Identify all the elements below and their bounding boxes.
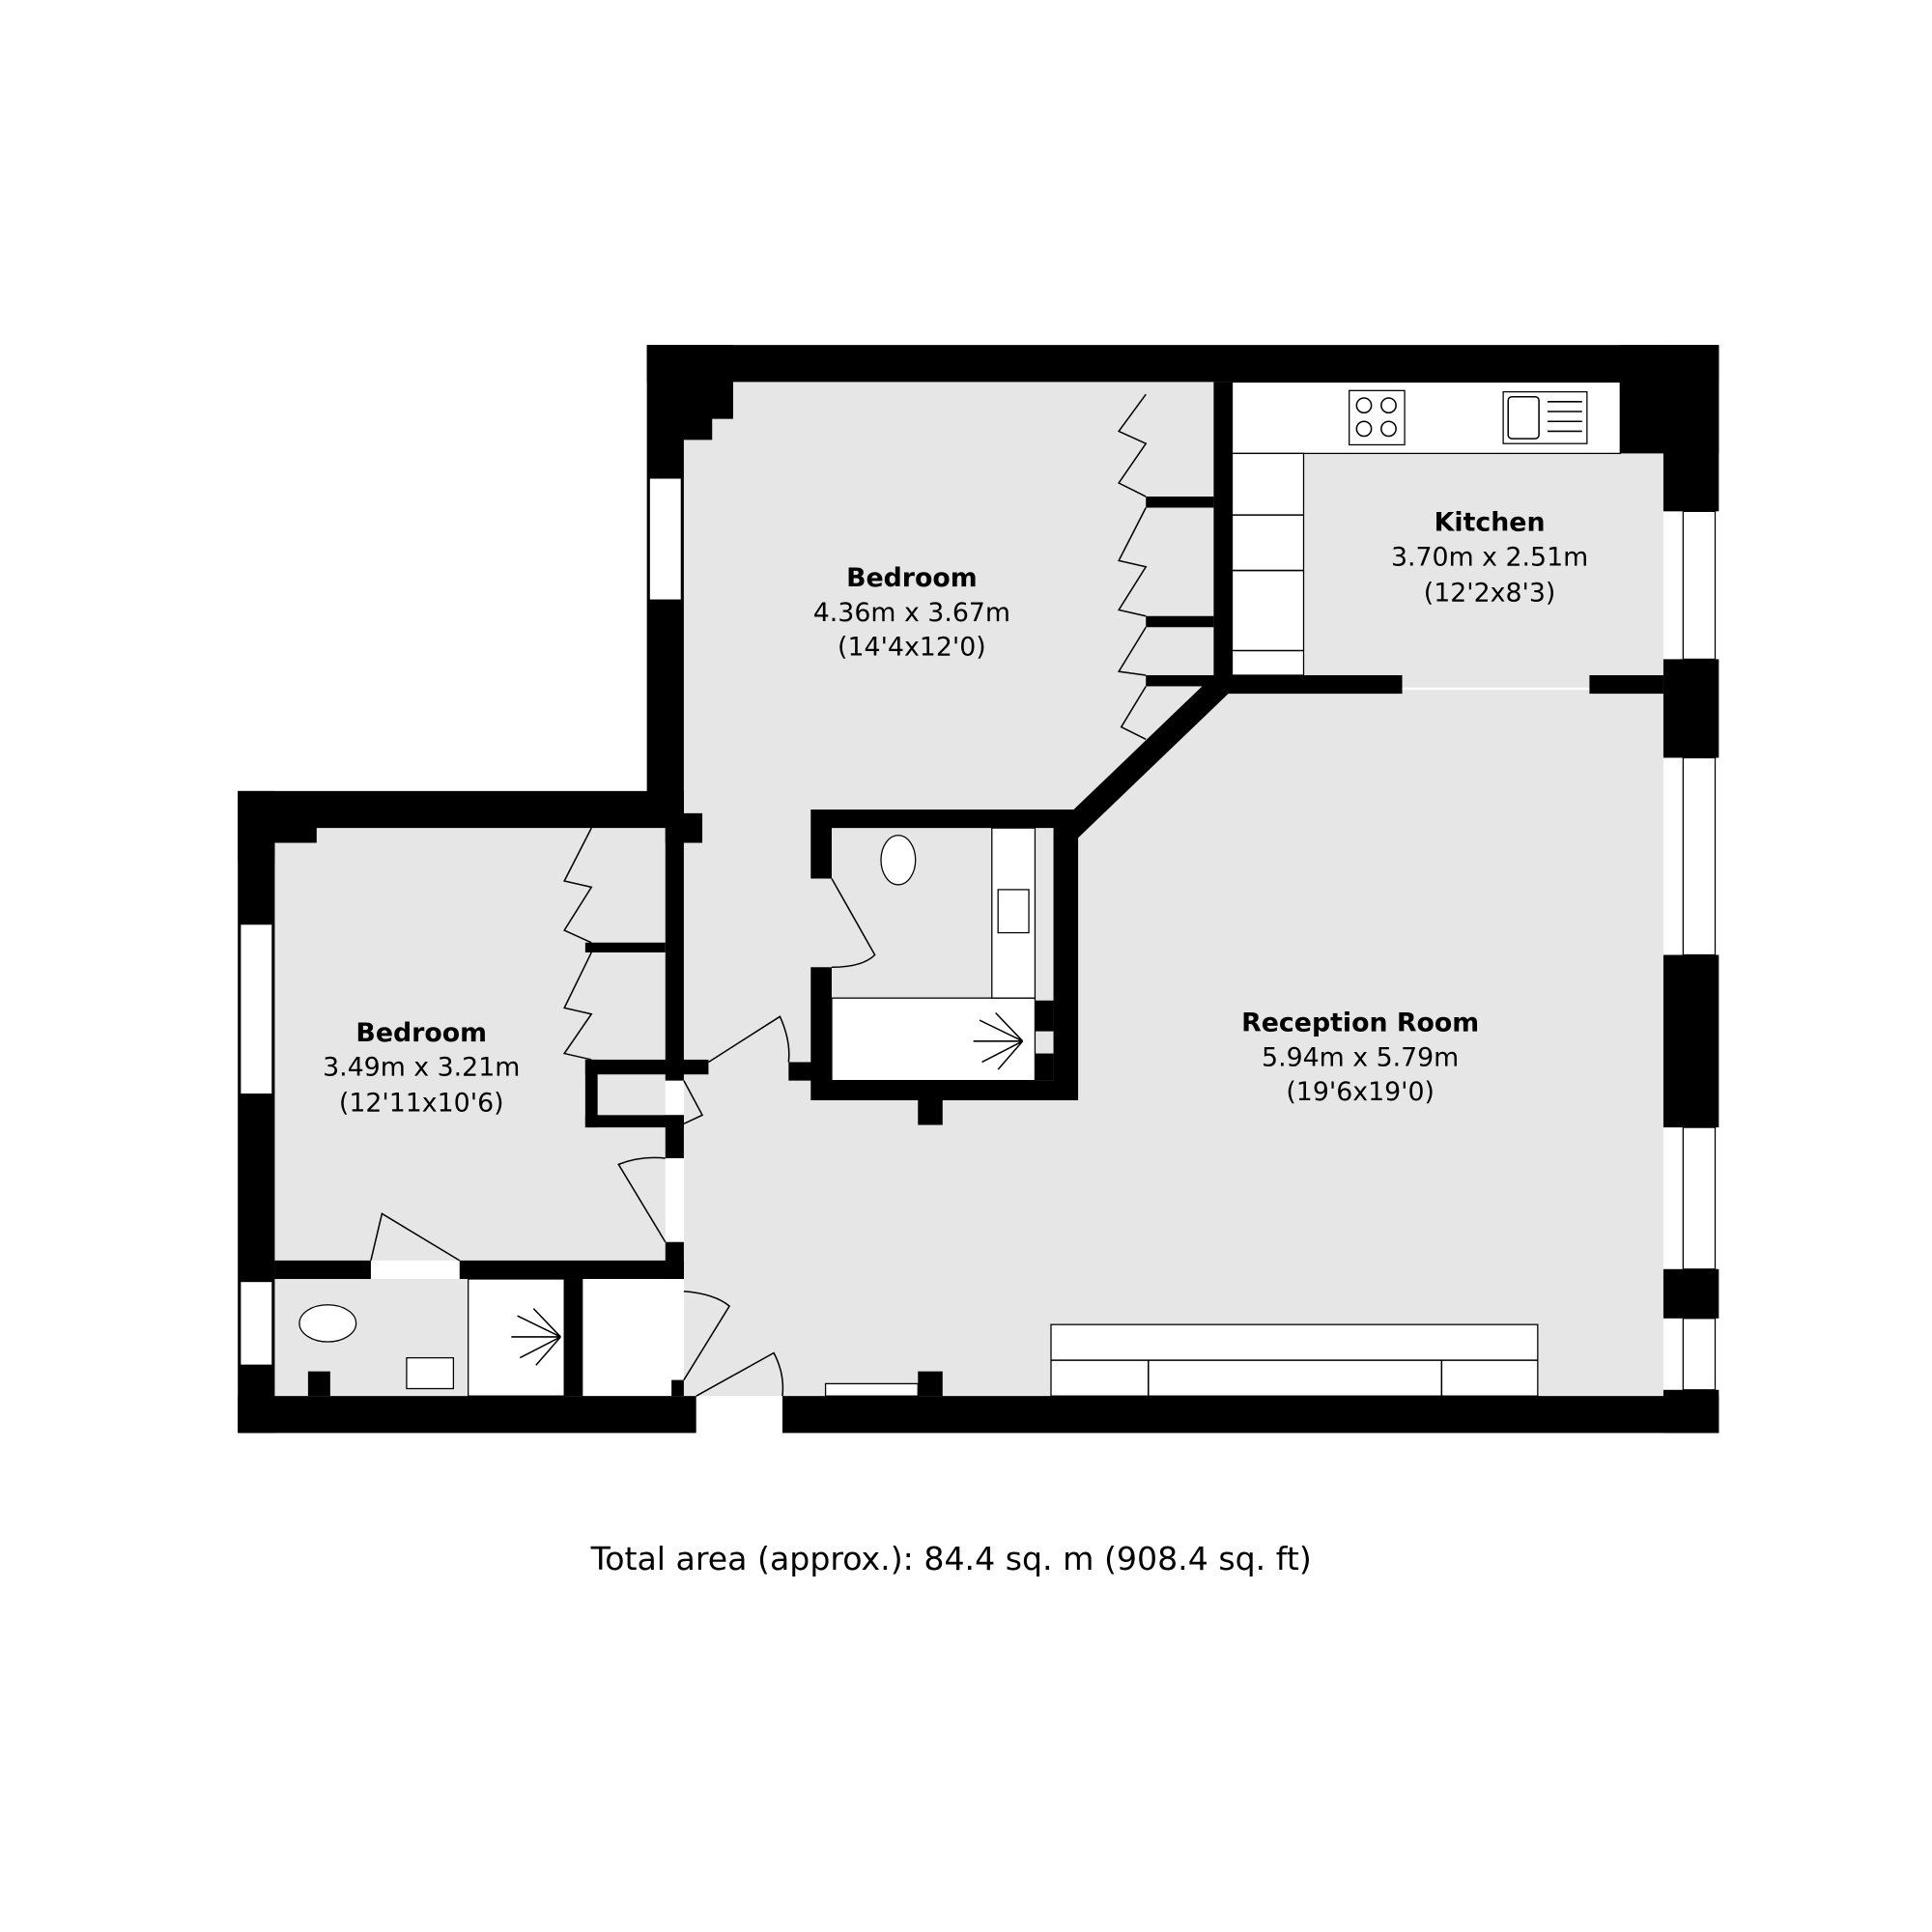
floor-bedroom-2 xyxy=(274,828,666,1261)
room-name: Bedroom xyxy=(355,1018,487,1048)
room-label-bedroom-2: Bedroom 3.49m x 3.21m (12'11x10'6) xyxy=(323,1018,520,1119)
door-swing xyxy=(708,1015,790,1064)
kitchen-counter-side xyxy=(1231,452,1305,676)
door-swing xyxy=(831,878,876,969)
room-name: Bedroom xyxy=(846,563,978,593)
door-swing xyxy=(563,827,593,944)
window xyxy=(648,477,682,601)
window xyxy=(1682,510,1717,661)
window xyxy=(240,923,273,1095)
door-swing xyxy=(1120,686,1147,740)
floor-main xyxy=(683,382,1663,1397)
floor-kitchen xyxy=(1303,453,1663,688)
total-area: Total area (approx.): 84.4 sq. m (908.4 … xyxy=(590,1540,1312,1577)
basin-icon xyxy=(406,1356,455,1390)
door-swing xyxy=(370,1212,461,1262)
room-size-imperial: (14'4x12'0) xyxy=(838,633,986,663)
door-swing xyxy=(1117,626,1147,676)
radiator xyxy=(824,1382,919,1397)
room-size-metric: 3.70m x 2.51m xyxy=(1391,542,1588,572)
room-size-metric: 4.36m x 3.67m xyxy=(813,598,1010,628)
shower-icon xyxy=(511,1011,1024,1366)
room-name: Reception Room xyxy=(1241,1009,1479,1038)
door-swing xyxy=(562,952,593,1061)
window xyxy=(1682,756,1717,956)
toilet-icon xyxy=(298,1304,357,1343)
room-label-bedroom-1: Bedroom 4.36m x 3.67m (14'4x12'0) xyxy=(813,563,1010,662)
room-label-reception: Reception Room 5.94m x 5.79m (19'6x19'0) xyxy=(1241,1009,1479,1107)
door-swing xyxy=(1117,507,1148,617)
toilet-icon xyxy=(880,835,917,886)
bath-tub xyxy=(831,997,1037,1082)
door-swing xyxy=(683,1290,731,1380)
hob-icon xyxy=(1349,389,1406,446)
room-size-metric: 5.94m x 5.79m xyxy=(1262,1042,1459,1072)
door-swing xyxy=(617,1156,667,1243)
window xyxy=(240,1280,273,1366)
kitchen-sink-icon xyxy=(1502,390,1588,444)
basin-icon xyxy=(997,889,1030,934)
walls xyxy=(238,345,1719,1434)
windows xyxy=(240,477,1717,1391)
room-size-imperial: (12'2x8'3) xyxy=(1424,578,1556,608)
room-size-imperial: (19'6x19'0) xyxy=(1286,1077,1435,1107)
entrance-door xyxy=(696,1351,784,1397)
doors xyxy=(370,393,1148,1397)
floors xyxy=(274,381,1663,1397)
door-swing xyxy=(1117,393,1148,497)
room-size-imperial: (12'11x10'6) xyxy=(339,1089,504,1119)
room-label-kitchen: Kitchen 3.70m x 2.51m (12'2x8'3) xyxy=(1391,508,1588,609)
window xyxy=(1682,1126,1717,1270)
room-size-metric: 3.49m x 3.21m xyxy=(323,1053,520,1083)
door-swing xyxy=(683,1080,704,1124)
window xyxy=(1682,1318,1717,1391)
room-name: Kitchen xyxy=(1435,508,1546,538)
